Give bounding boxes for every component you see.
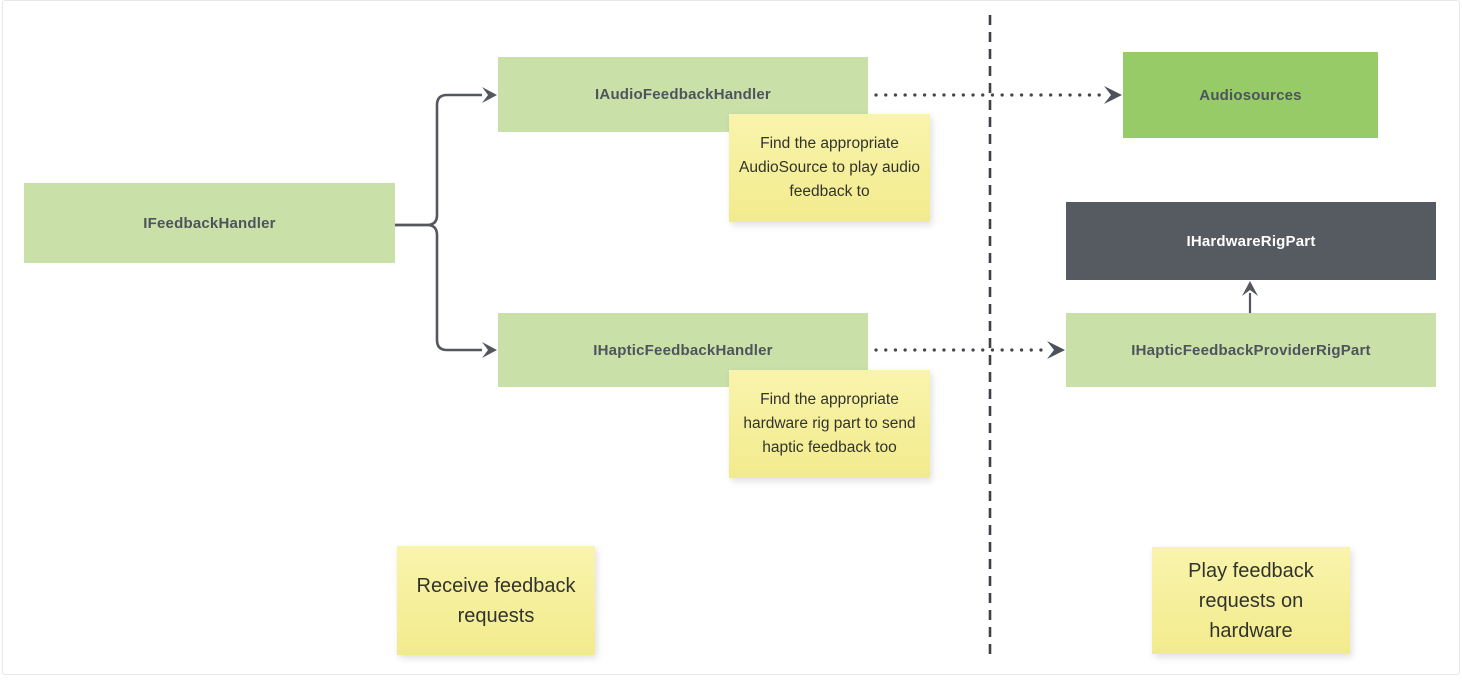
node-ihardwarerigpart[interactable]: IHardwareRigPart	[1066, 202, 1436, 280]
node-label: IHardwareRigPart	[1186, 232, 1316, 250]
sticky-note-hardware-rig[interactable]: Find the appropriate hardware rig part t…	[729, 370, 930, 478]
node-label: IFeedbackHandler	[143, 214, 276, 232]
sticky-note-text: Play feedback requests on hardware	[1188, 559, 1314, 642]
connector-feedback-to-audio[interactable]	[395, 87, 497, 227]
node-audiosources[interactable]: Audiosources	[1123, 52, 1378, 138]
sticky-note-text: Find the appropriate hardware rig part t…	[743, 391, 916, 456]
node-label: IHapticFeedbackHandler	[593, 341, 773, 359]
sticky-note-receive-requests[interactable]: Receive feedback requests	[397, 546, 595, 655]
connector-audio-to-audiosources[interactable]	[874, 86, 1122, 104]
connector-feedback-to-haptic[interactable]	[395, 223, 497, 358]
sticky-note-audio-source[interactable]: Find the appropriate AudioSource to play…	[729, 114, 930, 222]
node-label: IHapticFeedbackProviderRigPart	[1131, 341, 1371, 359]
connector-provider-to-hardware[interactable]	[1242, 281, 1258, 313]
node-ifeedbackhandler[interactable]: IFeedbackHandler	[24, 183, 395, 263]
node-label: Audiosources	[1199, 86, 1302, 104]
sticky-note-play-requests[interactable]: Play feedback requests on hardware	[1152, 547, 1350, 654]
connector-haptic-to-provider[interactable]	[874, 341, 1065, 359]
node-ihapticfeedbackproviderrigpart[interactable]: IHapticFeedbackProviderRigPart	[1066, 313, 1436, 387]
node-label: IAudioFeedbackHandler	[595, 86, 771, 103]
sticky-note-text: Find the appropriate AudioSource to play…	[739, 135, 920, 200]
sticky-note-text: Receive feedback requests	[416, 574, 576, 627]
